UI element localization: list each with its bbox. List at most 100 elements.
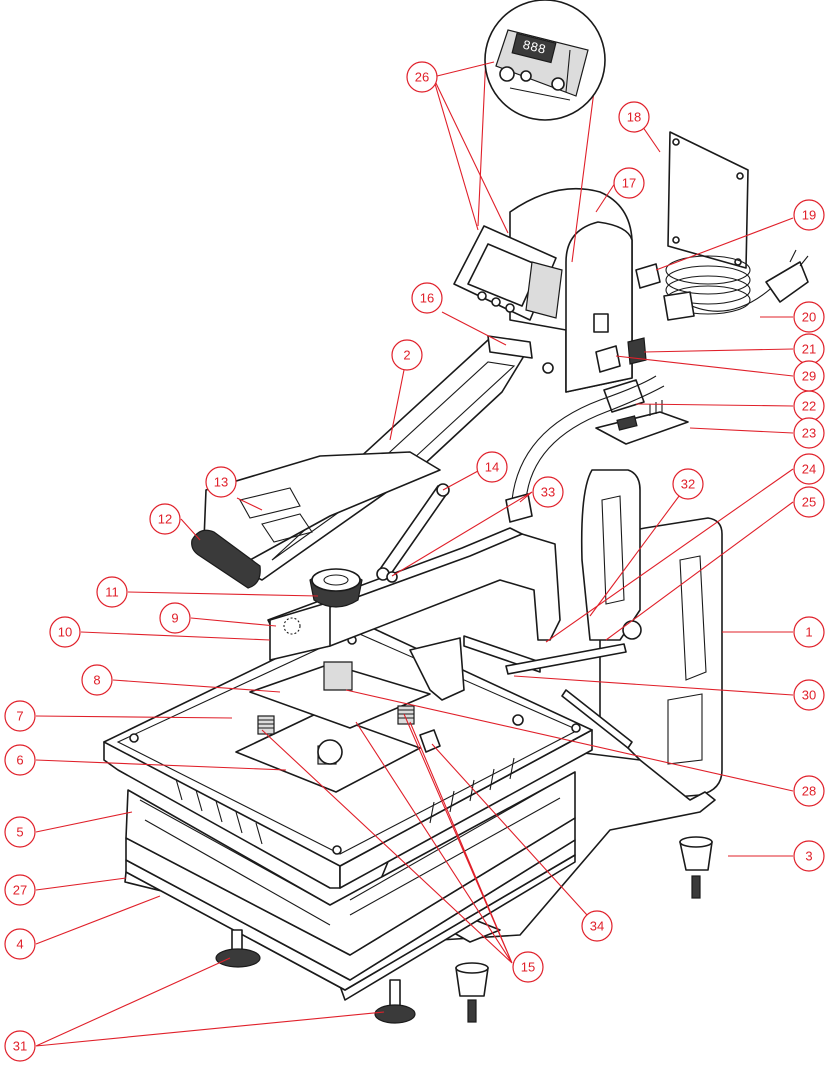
callout-number: 33	[541, 485, 555, 500]
callout-number: 31	[13, 1039, 27, 1054]
callout-circle	[4, 700, 36, 732]
timer-board	[595, 411, 689, 445]
foot-screw-center	[467, 999, 477, 1023]
callout-34: 34	[581, 910, 613, 942]
callout-number: 34	[590, 919, 604, 934]
linkage-rod	[505, 643, 627, 675]
callout-26: 26	[406, 61, 438, 93]
callout-number: 17	[622, 176, 636, 191]
callout-circle	[411, 282, 443, 314]
side-frame-plate	[580, 469, 641, 641]
cross-rod	[561, 689, 633, 749]
callout-9: 9	[159, 602, 191, 634]
cable-conduit	[511, 375, 657, 501]
callout-30: 30	[793, 679, 825, 711]
callout-circle	[793, 616, 825, 648]
callout-circle	[4, 874, 36, 906]
callout-circle	[793, 360, 825, 392]
callout-20: 20	[793, 301, 825, 333]
callout-8: 8	[81, 664, 113, 696]
callout-circle	[391, 339, 423, 371]
linkage-end	[622, 620, 642, 640]
press-head-block-hole	[283, 617, 301, 635]
terminal-block	[603, 379, 645, 413]
callout-number: 16	[420, 291, 434, 306]
callout-circle	[96, 576, 128, 608]
callout-number: 4	[16, 937, 23, 952]
callout-number: 18	[627, 110, 641, 125]
callout-number: 7	[16, 709, 23, 724]
power-switch	[627, 337, 647, 365]
callout-27: 27	[4, 874, 36, 906]
cable-connector	[663, 291, 695, 321]
callout-number: 5	[16, 825, 23, 840]
heat-platen-vents	[175, 757, 515, 845]
adjustment-knob-upper	[215, 929, 261, 968]
callout-15: 15	[512, 951, 544, 983]
pressure-knob-top	[311, 568, 361, 592]
callout-number: 2	[403, 348, 410, 363]
callout-33: 33	[532, 476, 564, 508]
callout-14: 14	[476, 451, 508, 483]
callout-31: 31	[4, 1030, 36, 1062]
callout-circle	[793, 417, 825, 449]
callout-circle	[49, 616, 81, 648]
power-cable-coil	[665, 255, 751, 315]
callout-circle	[149, 503, 181, 535]
callout-29: 29	[793, 360, 825, 392]
callout-circle	[793, 199, 825, 231]
rear-frame-slot-lower	[667, 693, 703, 765]
callout-circle	[793, 775, 825, 807]
rear-cover-panel	[667, 131, 749, 269]
callout-number: 13	[214, 475, 228, 490]
callout-number: 19	[802, 208, 816, 223]
callout-22: 22	[793, 390, 825, 422]
conduit-nut	[505, 493, 533, 523]
callout-number: 30	[802, 688, 816, 703]
adjustment-knob-lower	[374, 979, 416, 1024]
callout-circle	[4, 928, 36, 960]
callout-number: 8	[93, 673, 100, 688]
callout-circle	[532, 476, 564, 508]
callout-number: 6	[16, 753, 23, 768]
handle-tray-cutout-2	[261, 513, 313, 543]
callout-circle	[613, 167, 645, 199]
callout-4: 4	[4, 928, 36, 960]
callout-circle	[793, 840, 825, 872]
callout-10: 10	[49, 616, 81, 648]
thermostat-probe	[317, 739, 343, 765]
inset-display-digits: 888	[521, 37, 547, 57]
callout-number: 12	[158, 512, 172, 527]
callout-circle	[793, 679, 825, 711]
callout-18: 18	[618, 101, 650, 133]
callout-6: 6	[4, 744, 36, 776]
callout-17: 17	[613, 167, 645, 199]
callout-number: 9	[171, 611, 178, 626]
callout-number: 10	[58, 625, 72, 640]
callout-number: 28	[802, 784, 816, 799]
machine-artwork: 888	[103, 0, 809, 1024]
lower-platen-rails	[139, 779, 561, 926]
callout-number: 23	[802, 426, 816, 441]
callout-circle	[81, 664, 113, 696]
side-frame-slot	[601, 495, 625, 605]
callout-circle	[406, 61, 438, 93]
callout-number: 21	[802, 342, 816, 357]
power-cable-lead	[679, 279, 781, 312]
callout-number: 22	[802, 399, 816, 414]
adjustment-screw	[323, 661, 353, 691]
callout-circle	[4, 1030, 36, 1062]
callout-number: 25	[802, 495, 816, 510]
handle-tray-cutout-1	[239, 487, 301, 519]
control-box-switch-cutout	[593, 313, 609, 333]
callout-21: 21	[793, 333, 825, 365]
controller-module	[525, 261, 563, 319]
callout-16: 16	[411, 282, 443, 314]
callout-circle	[4, 744, 36, 776]
callout-24: 24	[793, 453, 825, 485]
power-plug	[765, 261, 809, 303]
callout-circle	[205, 466, 237, 498]
callout-circle	[4, 816, 36, 848]
callout-32: 32	[672, 468, 704, 500]
